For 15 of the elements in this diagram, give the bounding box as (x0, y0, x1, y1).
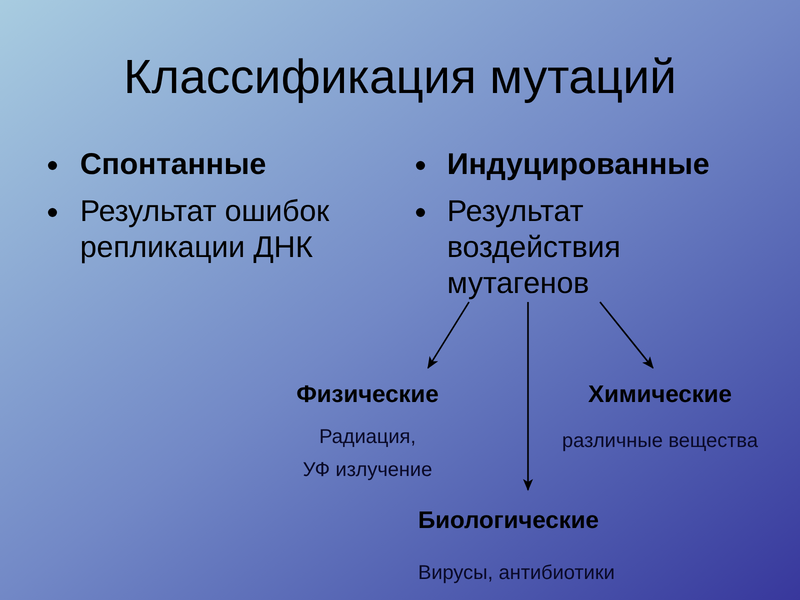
bullet-heading: Спонтанные (80, 147, 268, 183)
arrow (523, 302, 533, 491)
arrow (427, 302, 470, 369)
category-heading: Биологические (418, 507, 599, 535)
bullet-text: Результат воздействия мутагенов (447, 194, 650, 302)
category-description: УФ излучение (302, 458, 432, 482)
category-description: Вирусы, антибиотики (418, 561, 615, 585)
arrow (599, 302, 654, 369)
category-description: различные вещества (562, 429, 758, 453)
category-heading: Химические (588, 381, 732, 409)
bullet-text: Результат ошибок репликации ДНК (80, 194, 330, 266)
slide-title: Классификация мутаций (122, 50, 678, 106)
category-description: Радиация, (319, 425, 416, 449)
category-heading: Физические (296, 381, 439, 409)
bullet-heading: Индуцированные (447, 147, 711, 183)
